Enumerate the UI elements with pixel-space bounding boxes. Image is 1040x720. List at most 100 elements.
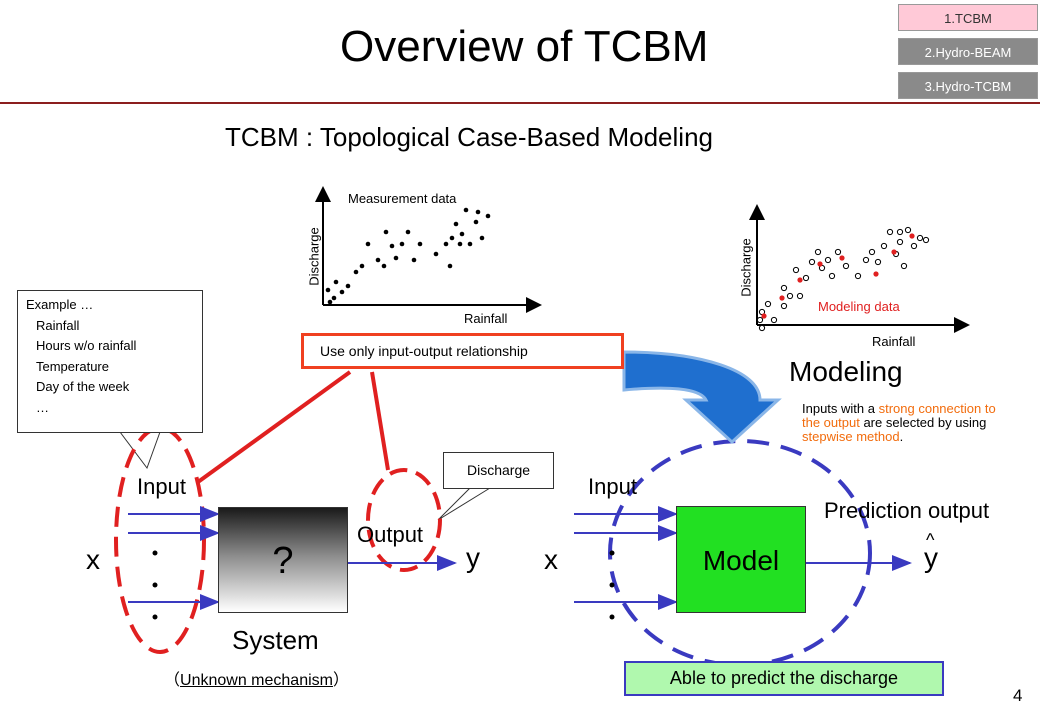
measurement-point xyxy=(459,231,465,237)
modeling-case-point xyxy=(780,284,788,292)
measurement-point xyxy=(433,251,439,257)
measurement-point xyxy=(331,295,337,301)
system-input-ellipsis xyxy=(152,550,158,620)
system-note-open: （ xyxy=(164,672,181,689)
title-divider xyxy=(0,102,1040,104)
modeling-case-point xyxy=(770,316,778,324)
example-item: Day of the week xyxy=(36,379,130,394)
discharge-callout-tail xyxy=(437,487,491,521)
modeling-case-point xyxy=(916,234,924,242)
page-number: 4 xyxy=(1013,686,1023,705)
measurement-point xyxy=(411,257,417,263)
modeling-note-part: are selected by using xyxy=(859,415,987,430)
measurement-point xyxy=(479,235,485,241)
measurement-point xyxy=(475,209,481,215)
system-x-variable: x xyxy=(86,544,100,575)
measurement-point xyxy=(359,263,365,269)
modeling-case-point xyxy=(808,258,816,266)
system-note-text: Unknown mechanism xyxy=(180,672,333,689)
output-ellipse xyxy=(366,468,442,572)
modeling-case-point xyxy=(786,292,794,300)
system-note-close: ） xyxy=(332,672,349,689)
model-y-variable: y xyxy=(924,542,938,573)
nav-item-hydro-beam[interactable]: 2.Hydro-BEAM xyxy=(898,38,1038,65)
measurement-point xyxy=(485,213,491,219)
nav-item-hydro-tcbm[interactable]: 3.Hydro-TCBM xyxy=(898,72,1038,99)
modeling-note-part: Inputs with a xyxy=(802,401,879,416)
modeling-data-point xyxy=(909,233,915,239)
modeling-data-point xyxy=(761,313,767,319)
measurement-point xyxy=(327,299,333,305)
unknown-system-box: ? xyxy=(218,507,348,613)
modeling-case-point xyxy=(910,242,918,250)
example-item: Hours w/o rainfall xyxy=(36,338,137,353)
modeling-case-point xyxy=(758,324,766,332)
modeling-case-point xyxy=(824,256,832,264)
measurement-point xyxy=(393,255,399,261)
page-title: Overview of TCBM xyxy=(340,22,709,71)
modeling-y-label: Discharge xyxy=(738,238,754,297)
measurement-point xyxy=(389,243,395,249)
modeling-case-point xyxy=(854,272,862,280)
system-y-variable: y xyxy=(466,542,480,573)
prediction-hat: ^ xyxy=(926,530,935,550)
measurement-point xyxy=(399,241,405,247)
measurement-point xyxy=(417,241,423,247)
modeling-case-point xyxy=(834,248,842,256)
modeling-case-point xyxy=(900,262,908,270)
measurement-point xyxy=(447,263,453,269)
modeling-case-point xyxy=(792,266,800,274)
modeling-case-point xyxy=(886,228,894,236)
example-callout-tail xyxy=(119,431,161,470)
modeling-case-point xyxy=(796,292,804,300)
modeling-case-point xyxy=(862,256,870,264)
modeling-note: Inputs with a strong connection to the o… xyxy=(802,402,1012,444)
nav-item-tcbm[interactable]: 1.TCBM xyxy=(898,4,1038,31)
measurement-point xyxy=(345,283,351,289)
modeling-flow-arrow xyxy=(622,350,782,445)
modeling-case-point xyxy=(922,236,930,244)
model-input-label: Input xyxy=(588,474,637,499)
measurement-point xyxy=(405,229,411,235)
model-box: Model xyxy=(676,506,806,613)
prediction-output-label: Prediction output xyxy=(824,498,990,523)
modeling-case-point xyxy=(842,262,850,270)
system-note: （Unknown mechanism） xyxy=(164,666,349,690)
measurement-chart xyxy=(315,186,542,313)
relationship-box: Use only input-output relationship xyxy=(301,333,624,369)
modeling-case-point xyxy=(756,316,764,324)
measurement-chart-title: Measurement data xyxy=(348,191,457,206)
measurement-point xyxy=(443,241,449,247)
measurement-point xyxy=(365,241,371,247)
modeling-note-highlight: strong connection to the output xyxy=(802,401,996,430)
system-input-label: Input xyxy=(137,474,186,499)
measurement-point xyxy=(353,269,359,275)
modeling-case-point xyxy=(764,300,772,308)
modeling-case-point xyxy=(874,258,882,266)
modeling-data-point xyxy=(873,271,879,277)
modeling-data-point xyxy=(797,277,803,283)
measurement-point xyxy=(381,263,387,269)
measurement-point xyxy=(449,235,455,241)
modeling-case-point xyxy=(896,228,904,236)
modeling-case-point xyxy=(896,238,904,246)
modeling-data-point xyxy=(817,261,823,267)
modeling-chart xyxy=(749,204,970,333)
measurement-point xyxy=(383,229,389,235)
modeling-case-point xyxy=(814,248,822,256)
conclusion-box: Able to predict the discharge xyxy=(624,661,944,696)
modeling-note-highlight: stepwise method xyxy=(802,429,900,444)
slide-subtitle: TCBM : Topological Case-Based Modeling xyxy=(225,122,713,152)
system-output-label: Output xyxy=(357,522,424,547)
discharge-callout: Discharge xyxy=(443,452,554,489)
relationship-line-input xyxy=(196,370,352,484)
measurement-point xyxy=(467,241,473,247)
model-x-variable: x xyxy=(544,544,558,575)
modeling-case-point xyxy=(780,302,788,310)
example-heading: Example … xyxy=(26,297,94,312)
example-item: Rainfall xyxy=(36,317,80,333)
measurement-point xyxy=(325,287,331,293)
modeling-case-point xyxy=(880,242,888,250)
modeling-data-point xyxy=(839,255,845,261)
modeling-note-part: . xyxy=(899,429,904,444)
